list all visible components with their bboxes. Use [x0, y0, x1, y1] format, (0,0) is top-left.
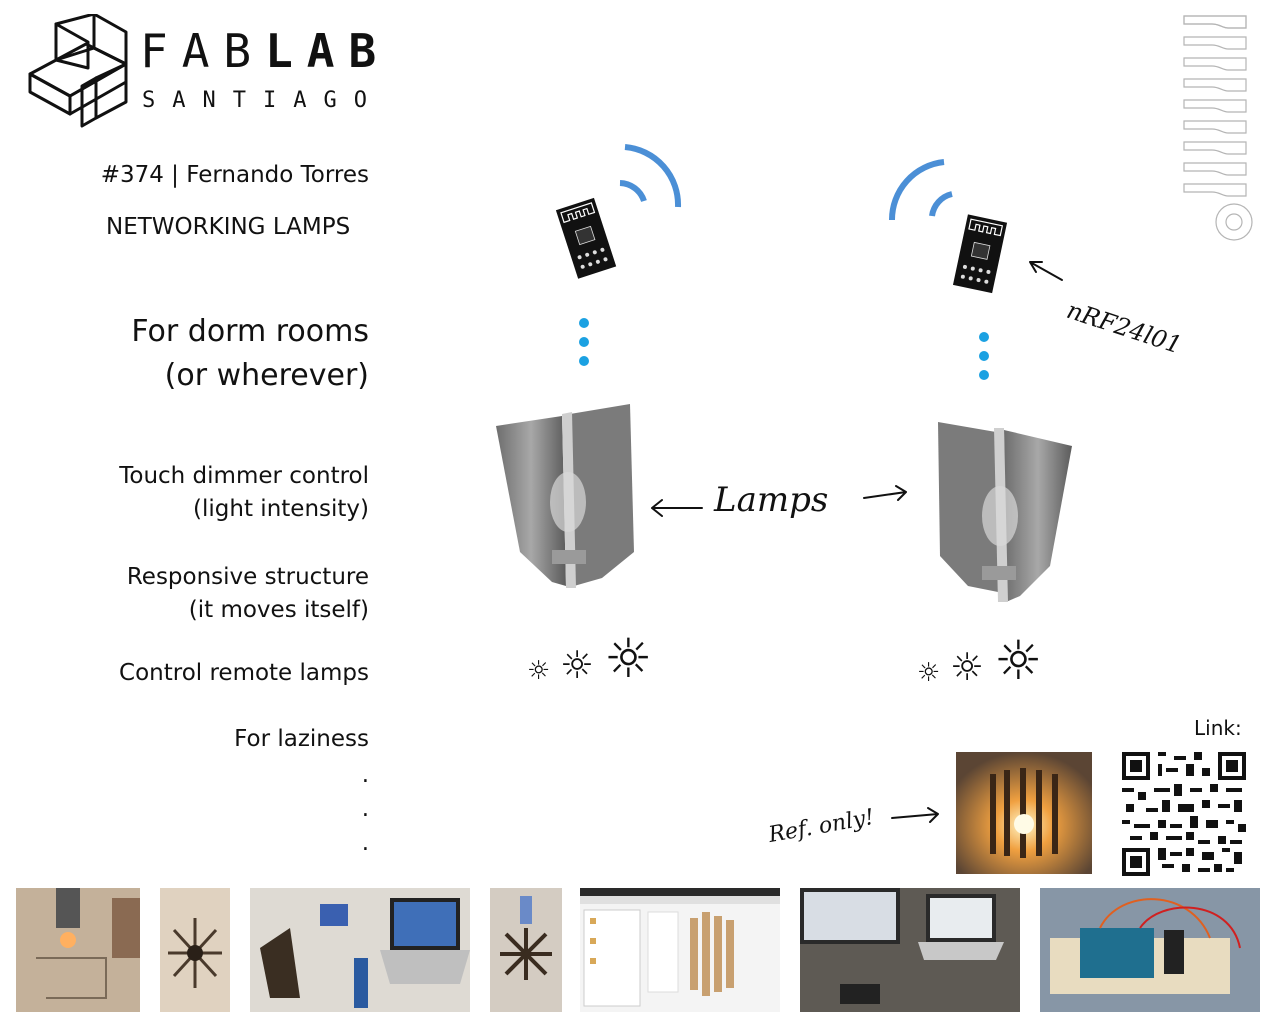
ellipsis-dot: .	[361, 762, 369, 788]
sun-icon-medium: ☼	[950, 645, 985, 689]
feature-laziness: For laziness	[234, 726, 369, 752]
sun-icon-medium: ☼	[560, 643, 595, 687]
wifi-signal-icon	[619, 144, 682, 208]
tagline: For dorm rooms (or wherever)	[131, 310, 369, 398]
link-label: Link:	[1194, 716, 1242, 740]
wifi-signal-icon	[888, 159, 953, 221]
connection-dots	[979, 332, 989, 380]
sun-icon-large: ☼	[994, 629, 1043, 692]
project-title: NETWORKING LAMPS	[106, 214, 351, 240]
logo-santiago: SANTIAGO	[142, 88, 384, 113]
nrf24l01-module-icon	[952, 214, 1008, 294]
sun-icon-small: ☼	[917, 658, 941, 688]
lamp-right	[938, 422, 1072, 602]
logo-lab: LAB	[265, 24, 391, 78]
laser-cut-parts-drawing	[1183, 15, 1253, 241]
sun-icon-large: ☼	[604, 627, 653, 690]
logo-fab: FAB	[140, 24, 266, 78]
feature-touch-sub: (light intensity)	[193, 496, 369, 522]
author-line: #374 | Fernando Torres	[100, 162, 369, 188]
tagline-line-2: (or wherever)	[164, 358, 369, 393]
connection-dots	[579, 318, 589, 366]
photo-workbench-laptop	[250, 888, 470, 1012]
arrow-icon	[651, 499, 703, 517]
qr-code-icon[interactable]	[1122, 752, 1246, 876]
feature-structure: Responsive structure (it moves itself)	[127, 561, 369, 627]
photo-cad-software	[580, 888, 780, 1012]
feature-structure-title: Responsive structure	[126, 564, 369, 590]
feature-touch: Touch dimmer control (light intensity)	[119, 460, 369, 526]
feature-remote: Control remote lamps	[119, 660, 369, 686]
photo-assembled-star	[490, 888, 562, 1012]
feature-structure-sub: (it moves itself)	[188, 597, 369, 623]
nrf-label: nRF24l01	[1063, 296, 1186, 360]
fablab-logo: FABLAB SANTIAGO	[26, 14, 386, 130]
ellipsis-dot: .	[361, 796, 369, 822]
ref-only-label: Ref. only!	[766, 804, 877, 849]
photo-star-parts	[160, 888, 230, 1012]
tagline-line-1: For dorm rooms	[131, 314, 369, 349]
fablab-logo-icon	[28, 14, 128, 128]
arrow-icon	[1029, 261, 1063, 281]
sun-icon-small: ☼	[527, 656, 551, 686]
ellipsis-dot: .	[361, 830, 369, 856]
photo-laptops-desk	[800, 888, 1020, 1012]
nrf24l01-module-icon	[555, 197, 617, 279]
reference-lamp-photo	[956, 752, 1092, 874]
arrow-icon	[891, 807, 939, 823]
arrow-icon	[863, 485, 907, 501]
ellipsis: . . .	[362, 758, 369, 860]
feature-touch-title: Touch dimmer control	[119, 463, 369, 489]
photo-arduino-breadboard	[1040, 888, 1260, 1012]
photo-laser-cutting	[16, 888, 140, 1012]
lamp-left	[496, 404, 634, 588]
lamps-label: Lamps	[714, 480, 829, 520]
